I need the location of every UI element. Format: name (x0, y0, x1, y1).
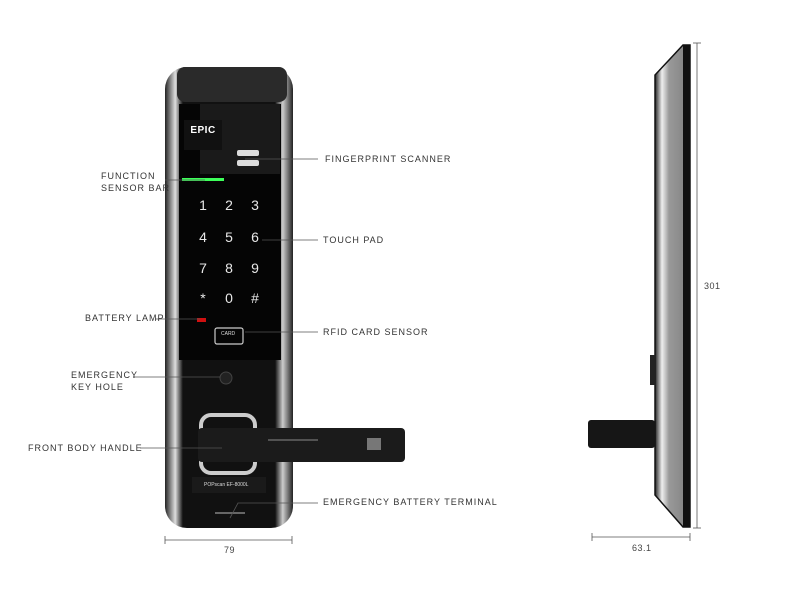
model-label: POPscan EF-8000L (204, 482, 249, 488)
key-5[interactable]: 5 (225, 229, 233, 245)
label-rfid-card-sensor: RFID CARD SENSOR (323, 327, 429, 337)
side-handle (588, 420, 655, 448)
key-4[interactable]: 4 (199, 229, 207, 245)
dimension-front-width: 79 (224, 545, 236, 555)
label-fingerprint-scanner: FINGERPRINT SCANNER (325, 154, 452, 164)
front-handle (198, 428, 405, 462)
key-6[interactable]: 6 (251, 229, 259, 245)
leader-lines (133, 158, 318, 519)
front-width-dimension-line (164, 536, 293, 544)
side-dimension-lines (591, 42, 701, 541)
key-2[interactable]: 2 (225, 197, 233, 213)
key-8[interactable]: 8 (225, 260, 233, 276)
label-emergency-battery-terminal: EMERGENCY BATTERY TERMINAL (323, 497, 498, 507)
label-front-body-handle: FRONT BODY HANDLE (28, 443, 143, 453)
label-line-1: FUNCTION (101, 171, 156, 181)
dimension-side-depth: 63.1 (632, 543, 652, 553)
label-touch-pad: TOUCH PAD (323, 235, 385, 245)
card-label: CARD (221, 331, 236, 337)
handle-emblem-icon (367, 438, 381, 450)
label-function-sensor-bar: FUNCTION SENSOR BAR (101, 170, 170, 194)
front-lock-body (165, 67, 405, 528)
key-1[interactable]: 1 (199, 197, 207, 213)
key-7[interactable]: 7 (199, 260, 207, 276)
dimension-side-height: 301 (704, 281, 721, 291)
side-lock-view (588, 44, 691, 528)
key-3[interactable]: 3 (251, 197, 259, 213)
label-line-2: SENSOR BAR (101, 183, 171, 193)
brand-logo: EPIC (184, 120, 222, 150)
key-star[interactable]: * (200, 290, 206, 306)
label-line-1: EMERGENCY (71, 370, 139, 380)
label-emergency-key-hole: EMERGENCY KEY HOLE (71, 369, 138, 393)
key-9[interactable]: 9 (251, 260, 259, 276)
label-line-2: KEY HOLE (71, 382, 124, 392)
rfid-card-icon (214, 327, 244, 345)
label-battery-lamp: BATTERY LAMP (85, 313, 165, 323)
key-hash[interactable]: # (251, 290, 259, 306)
emergency-key-hole (219, 371, 233, 385)
key-0[interactable]: 0 (225, 290, 233, 306)
leader-emergency-battery-terminal (229, 502, 318, 519)
function-sensor-bar (182, 178, 224, 181)
battery-lamp (197, 318, 206, 322)
